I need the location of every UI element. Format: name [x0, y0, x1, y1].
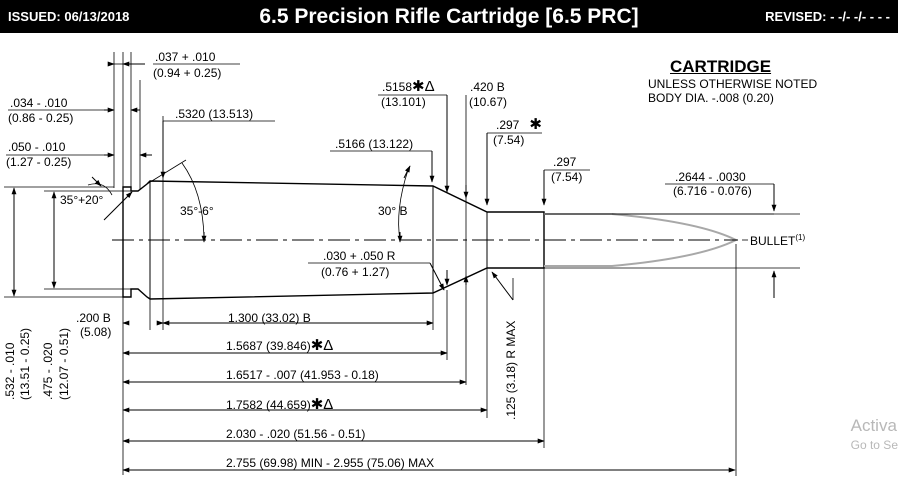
label-extractor: .034 - .010 [10, 96, 68, 110]
label-rim-dia-metric: (13.51 - 0.25) [18, 328, 32, 400]
label-case-length: 2.030 - .020 (51.56 - 0.51) [226, 427, 365, 441]
watermark-line-1: Activa [850, 416, 897, 435]
activation-watermark: Activa Go to Se [851, 416, 898, 454]
notes-heading: CARTRIDGE [670, 57, 772, 76]
label-bullet: BULLET(1) [750, 233, 805, 248]
label-rim-angle: 35°+20° [60, 193, 104, 207]
label-shoulder-start: 1.5687 (39.846)✱Δ [226, 337, 333, 354]
arrow [91, 176, 102, 187]
arrow [403, 165, 411, 179]
label-shoulder-end: 1.6517 - .007 (41.953 - 0.18) [226, 368, 379, 382]
label-body-shoulder-dia: .5166 (13.122) [335, 137, 413, 151]
star-mark: ✱ [529, 116, 542, 133]
label-shoulder-angle: 30° B [378, 204, 407, 218]
cartridge-notes: CARTRIDGE UNLESS OTHERWISE NOTED BODY DI… [648, 57, 817, 105]
star-delta-mark: ✱Δ [311, 396, 334, 413]
star-delta-mark: ✱Δ [412, 78, 435, 95]
label-groove-width-metric: (1.27 - 0.25) [6, 155, 71, 169]
arrow [103, 191, 133, 221]
cartridge-drawing: .037 + .010 (0.94 + 0.25) .034 - .010 (0… [3, 50, 805, 476]
notes-line-1: UNLESS OTHERWISE NOTED [648, 77, 818, 91]
issued-date: ISSUED: 06/13/2018 [8, 9, 130, 24]
watermark-line-2: Go to Se [850, 438, 898, 452]
label-mouth-dia: .297 [553, 155, 577, 169]
groove-angle-line [146, 159, 187, 185]
header-bar: ISSUED: 06/13/2018 6.5 Precision Rifle C… [0, 0, 898, 33]
angle-arc [181, 162, 205, 239]
angle-arc [87, 183, 113, 196]
label-fillet-radius-metric: (0.76 + 1.27) [321, 265, 389, 279]
label-rim-thickness-metric: (0.94 + 0.25) [153, 66, 221, 80]
label-bullet-dia-metric: (6.716 - 0.076) [673, 184, 752, 198]
label-radius-max: .125 (3.18) R MAX [504, 321, 518, 420]
label-neck-length: .420 B [470, 80, 505, 94]
label-groove-width: .050 - .010 [8, 140, 66, 154]
label-rim-dia: .532 - .010 [3, 342, 17, 400]
label-mouth-dia-metric: (7.54) [551, 170, 582, 184]
label-neck-length-metric: (10.67) [469, 95, 507, 109]
label-base-to-groove-metric: (5.08) [80, 325, 111, 339]
label-neck-dia-metric: (7.54) [493, 133, 524, 147]
notes-line-2: BODY DIA. -.008 (0.20) [648, 91, 774, 105]
arrow [429, 262, 445, 291]
label-overall-length: 2.755 (69.98) MIN - 2.955 (75.06) MAX [226, 456, 434, 470]
label-neck-start: 1.7582 (44.659)✱Δ [226, 396, 333, 413]
label-shoulder-dia: .5158✱Δ [382, 78, 435, 95]
label-bullet-dia: .2644 - .0030 [675, 170, 746, 184]
revised-date: REVISED: - -/- -/- - - - [765, 9, 890, 24]
label-extractor-metric: (0.86 - 0.25) [8, 111, 73, 125]
label-rim-thickness: .037 + .010 [155, 50, 216, 64]
arrow [491, 271, 514, 301]
star-delta-mark: ✱Δ [311, 337, 334, 354]
label-neck-dia: .297✱ [496, 116, 542, 133]
label-groove-dia: .475 - .020 [41, 342, 55, 400]
label-shoulder-dia-metric: (13.101) [381, 95, 426, 109]
label-body-base-dia: .5320 (13.513) [175, 107, 253, 121]
label-body-length: 1.300 (33.02) B [228, 311, 311, 325]
label-groove-dia-metric: (12.07 - 0.51) [57, 328, 71, 400]
page-title: 6.5 Precision Rifle Cartridge [6.5 PRC] [259, 5, 639, 28]
angle-arc [398, 169, 409, 241]
label-fillet-radius: .030 + .050 R [323, 249, 396, 263]
label-groove-angle: 35°-6° [180, 204, 214, 218]
label-base-to-groove: .200 B [76, 311, 111, 325]
